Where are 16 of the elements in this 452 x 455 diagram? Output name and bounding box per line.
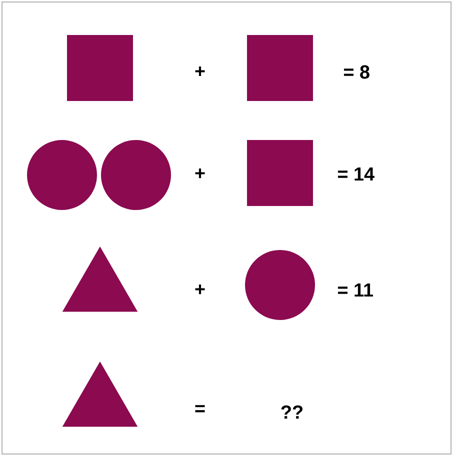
equation-text: + [195,168,205,178]
square-shape [247,140,313,206]
equation-text: = 14 [338,168,374,180]
triangle-shape [62,246,138,312]
circle-shape [101,140,171,210]
equation-text: = [195,405,205,412]
equation-text: = 8 [344,65,370,79]
equation-text: = 11 [338,284,373,296]
equation-text: + [195,66,205,76]
equation-text: + [195,284,205,294]
equation-text: ?? [281,405,302,419]
circle-shape [245,250,315,320]
square-shape [67,35,133,101]
triangle-shape [62,362,138,427]
circle-shape [27,140,97,210]
square-shape [247,35,313,101]
